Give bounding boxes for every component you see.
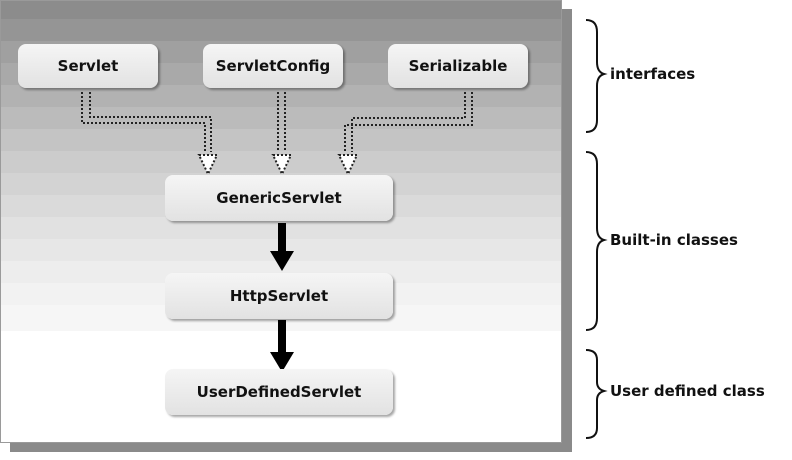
genericservlet-node: GenericServlet xyxy=(165,175,393,221)
edge-servletconfig-to-genericservlet xyxy=(277,92,286,152)
edge-servlet-to-genericservlet xyxy=(81,92,212,152)
userdefinedservlet-node: UserDefinedServlet xyxy=(165,369,393,415)
arrowhead-servlet xyxy=(197,154,219,177)
brace-built-in-classes xyxy=(585,151,608,331)
servletconfig-node: ServletConfig xyxy=(203,44,343,88)
group-label-interfaces: interfaces xyxy=(610,65,696,83)
group-label-user-defined-class: User defined class xyxy=(610,382,765,400)
httpservlet-node: HttpServlet xyxy=(165,273,393,319)
edge-serializable-to-genericservlet xyxy=(344,92,473,152)
edge-genericservlet-to-httpservlet xyxy=(270,223,294,271)
brace-user-defined-class xyxy=(585,349,608,439)
serializable-node: Serializable xyxy=(388,44,528,88)
brace-interfaces xyxy=(585,19,608,133)
servlet-node: Servlet xyxy=(18,44,158,88)
arrowhead-serializable xyxy=(337,154,359,177)
arrowhead-servletconfig xyxy=(271,154,293,177)
edge-httpservlet-to-userdefinedservlet xyxy=(270,320,294,372)
group-label-built-in-classes: Built-in classes xyxy=(610,231,738,249)
